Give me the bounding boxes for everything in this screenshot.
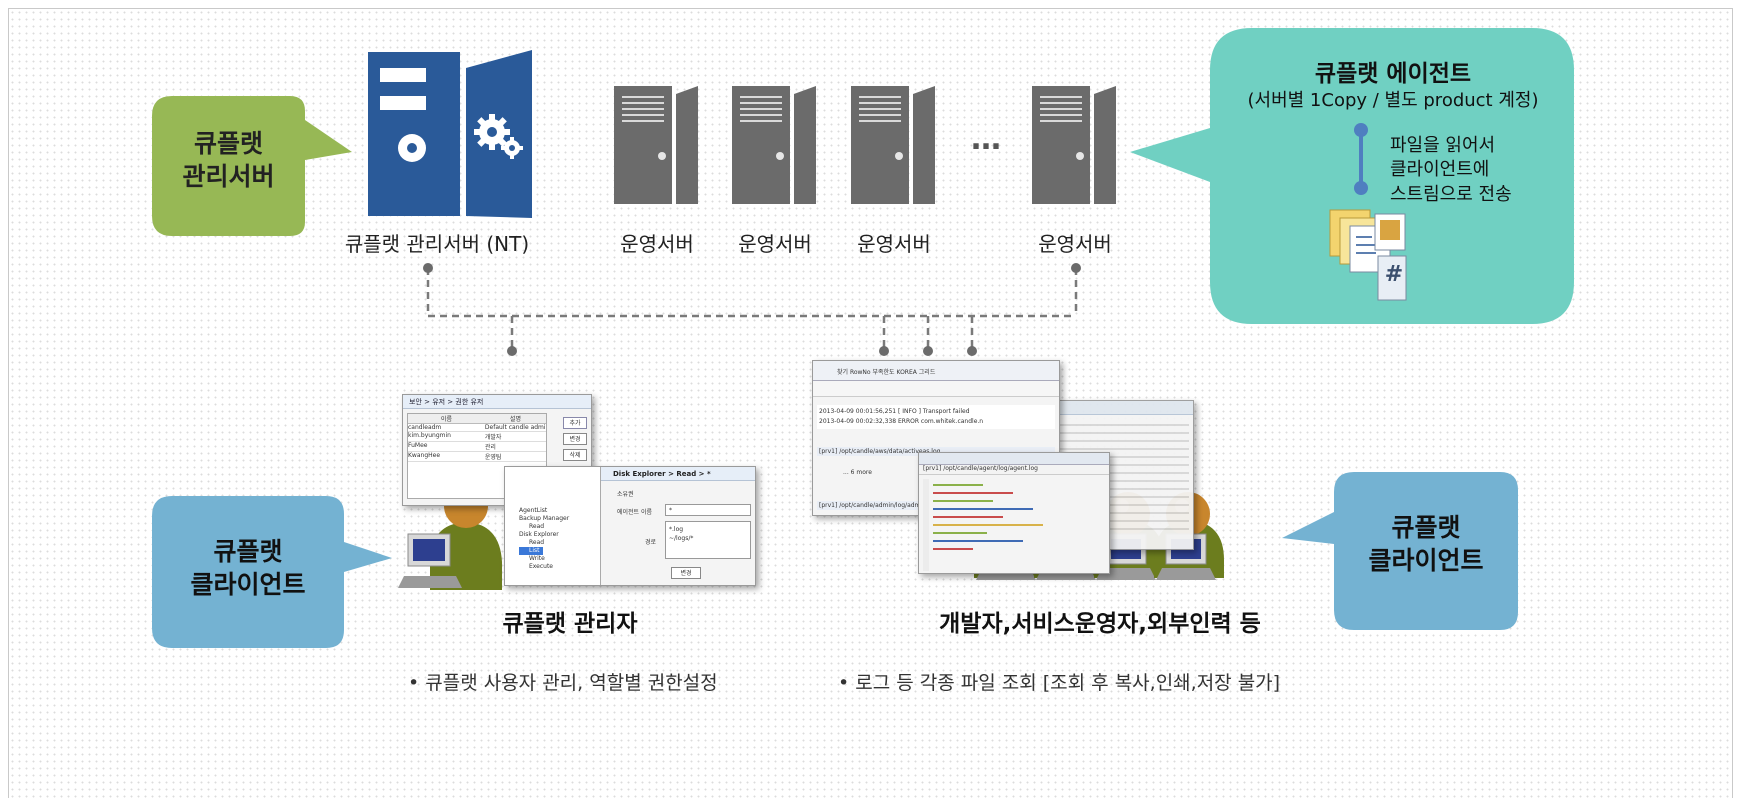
agent-desc-line1: 파일을 읽어서 bbox=[1390, 135, 1496, 156]
management-server-bubble-line2: 관리서버 bbox=[182, 161, 275, 191]
row-name: kim.byungmin bbox=[408, 432, 451, 439]
ownership-checkbox-label[interactable]: 소유권 bbox=[617, 491, 634, 498]
admin-user-icon bbox=[398, 484, 502, 590]
admin-bullet: • 큐플랫 사용자 관리, 역할별 권한설정 bbox=[408, 672, 718, 694]
management-server-bubble-line1: 큐플랫 bbox=[193, 129, 263, 158]
admin-role-label: 큐플랫 관리자 bbox=[502, 611, 638, 637]
row-desc: 관리 bbox=[484, 444, 496, 451]
log-viewer-subtoolbar bbox=[813, 381, 1059, 397]
path-value-line2: ~/logs/* bbox=[669, 535, 694, 542]
developer-role-label: 개발자,서비스운영자,외부인력 등 bbox=[939, 611, 1261, 637]
row-desc: 운영팀 bbox=[484, 454, 502, 461]
operation-server-icon-3 bbox=[851, 86, 935, 204]
connector-dot bbox=[423, 263, 433, 273]
agent-name-field[interactable]: * bbox=[665, 504, 751, 516]
tree-item[interactable]: Backup Manager bbox=[519, 515, 570, 522]
row-name: candleadm bbox=[408, 424, 442, 431]
client-left-bubble-label: 큐플랫 클라이언트 bbox=[152, 536, 344, 601]
table-row[interactable]: FuMee 관리 bbox=[408, 442, 546, 452]
path-value-line1: *.log bbox=[669, 526, 684, 533]
operation-server-icon-2 bbox=[732, 86, 816, 204]
disk-window-title: Disk Explorer > Read > * bbox=[601, 467, 755, 481]
client-right-bubble-line2: 클라이언트 bbox=[1368, 545, 1484, 575]
client-left-bubble-line2: 클라이언트 bbox=[190, 569, 306, 599]
client-right-bubble-label: 큐플랫 클라이언트 bbox=[1334, 512, 1518, 577]
management-server-caption: 큐플랫 관리서버 (NT) bbox=[344, 232, 530, 256]
connector-dot bbox=[507, 346, 517, 356]
developer-bullet: • 로그 등 각종 파일 조회 [조회 후 복사,인쇄,저장 불가] bbox=[838, 672, 1281, 694]
admin-user-table: 이름 설명 candleadm Default candle admin user… bbox=[407, 413, 547, 499]
tree-item[interactable]: Execute bbox=[529, 563, 553, 570]
log-line: 2013-04-09 00:02:32,338 ERROR com.whitek… bbox=[819, 418, 984, 425]
connector-dot bbox=[967, 346, 977, 356]
table-row[interactable]: kim.byungmin 개발자 bbox=[408, 432, 546, 442]
agent-description: 파일을 읽어서 클라이언트에 스트림으로 전송 bbox=[1390, 134, 1512, 207]
management-server-bubble-label: 큐플랫 관리서버 bbox=[152, 128, 305, 193]
tree-item[interactable]: Read bbox=[529, 523, 545, 530]
gear-icon bbox=[474, 114, 523, 159]
client-left-bubble bbox=[152, 496, 392, 648]
agent-title: 큐플랫 에이전트 bbox=[1314, 61, 1472, 87]
tree-item[interactable]: AgentList bbox=[519, 507, 548, 514]
admin-col-name: 이름 bbox=[440, 416, 452, 423]
tree-item[interactable]: Write bbox=[529, 555, 545, 562]
files-icon bbox=[1329, 209, 1407, 301]
editor-tabs[interactable] bbox=[919, 453, 1109, 465]
log-viewer-toolbar[interactable]: 찾기 RowNo 부족한도 KOREA 그리드 bbox=[813, 361, 1059, 381]
management-server-icon bbox=[368, 50, 532, 218]
agent-desc-line3: 스트림으로 전송 bbox=[1390, 183, 1512, 205]
tree-item-selected[interactable]: List bbox=[519, 547, 543, 555]
connector-dot bbox=[1071, 263, 1081, 273]
client-right-bubble bbox=[1282, 472, 1518, 630]
row-desc: 개발자 bbox=[484, 434, 502, 441]
row-name: FuMee bbox=[408, 442, 428, 449]
log-line: 2013-04-09 00:01:56,251 [ INFO ] Transpo… bbox=[819, 408, 970, 415]
permission-tree: AgentList Backup Manager Read Disk Explo… bbox=[505, 467, 601, 585]
connector-dot bbox=[923, 346, 933, 356]
agent-subtitle: (서버별 1Copy / 별도 product 계정) bbox=[1247, 90, 1539, 111]
operation-server-caption-1: 운영서버 bbox=[620, 232, 694, 256]
client-left-bubble-line1: 큐플랫 bbox=[213, 537, 283, 566]
log-path-2: [prv1] /opt/candle/agent/log/agent.log bbox=[919, 465, 1109, 475]
admin-user-window-title: 보안 > 유저 > 권한 유저 bbox=[403, 395, 591, 409]
agent-desc-line2: 클라이언트에 bbox=[1390, 159, 1490, 181]
path-field[interactable]: *.log ~/logs/* bbox=[665, 521, 751, 559]
admin-user-window: 보안 > 유저 > 권한 유저 이름 설명 candleadm Default c… bbox=[402, 394, 592, 506]
edit-button[interactable]: 변경 bbox=[563, 433, 587, 445]
agent-bubble bbox=[1130, 28, 1574, 324]
tree-item[interactable]: Disk Explorer bbox=[519, 531, 559, 538]
add-button[interactable]: 추가 bbox=[563, 417, 587, 429]
operation-server-caption-4: 운영서버 bbox=[1038, 232, 1112, 256]
network-connector bbox=[426, 268, 1078, 350]
log-more: ... 6 more bbox=[843, 469, 872, 476]
row-desc: Default candle admin user bbox=[484, 424, 546, 431]
operation-servers-group bbox=[614, 86, 1116, 204]
admin-col-desc: 설명 bbox=[509, 416, 521, 423]
agent-name-label: 에이전트 이름 bbox=[617, 509, 653, 516]
row-name: KwangHee bbox=[408, 452, 441, 459]
path-label: 경로 bbox=[645, 539, 657, 546]
hash-file-icon: # bbox=[1384, 262, 1404, 287]
operation-server-caption-3: 운영서버 bbox=[857, 232, 931, 256]
code-lines bbox=[923, 479, 1043, 571]
delete-button[interactable]: 삭제 bbox=[563, 449, 587, 461]
connector-dot bbox=[879, 346, 889, 356]
table-row[interactable]: candleadm Default candle admin user bbox=[408, 424, 546, 432]
change-button[interactable]: 변경 bbox=[671, 567, 701, 579]
management-server-bubble bbox=[152, 96, 352, 236]
editor-window: [prv1] /opt/candle/agent/log/agent.log bbox=[918, 452, 1110, 574]
ellipsis: … bbox=[971, 122, 1001, 157]
operation-server-caption-2: 운영서버 bbox=[738, 232, 812, 256]
table-row[interactable]: KwangHee 운영팀 bbox=[408, 452, 546, 462]
tree-item[interactable]: Read bbox=[529, 539, 545, 546]
client-right-bubble-line1: 큐플랫 bbox=[1391, 513, 1461, 542]
disk-explorer-window: AgentList Backup Manager Read Disk Explo… bbox=[504, 466, 756, 586]
operation-server-icon-4 bbox=[1032, 86, 1116, 204]
file-list-window-bar bbox=[1049, 401, 1193, 415]
log-lines: 2013-04-09 00:01:56,251 [ INFO ] Transpo… bbox=[817, 405, 1055, 429]
operation-server-icon-1 bbox=[614, 86, 698, 204]
log-path-1: [prv1] /opt/candle/aws/data/activeas.log bbox=[817, 447, 1055, 456]
